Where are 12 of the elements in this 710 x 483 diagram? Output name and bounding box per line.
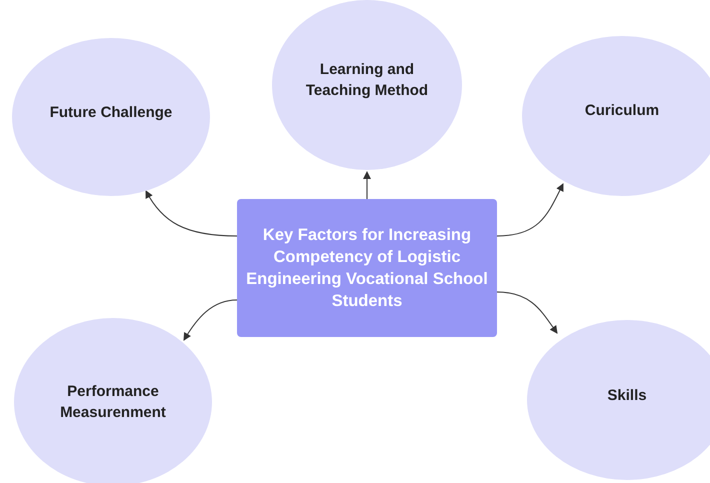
node-label: Future Challenge [50, 102, 172, 122]
arrow [496, 292, 558, 334]
node-label: Performance Measurenment [59, 382, 167, 423]
topic-box [237, 199, 497, 337]
node-label: Learning and Teaching Method [304, 60, 430, 101]
node-label: Key Factors for Increasing Competency of Logistic Engineering Vocational School Students [245, 225, 489, 312]
arrow [496, 183, 564, 236]
arrow [146, 190, 238, 236]
arrow [183, 300, 238, 341]
node-label: Skills [607, 386, 647, 406]
node-label: Curiculum [584, 100, 660, 120]
arrow [363, 171, 371, 200]
